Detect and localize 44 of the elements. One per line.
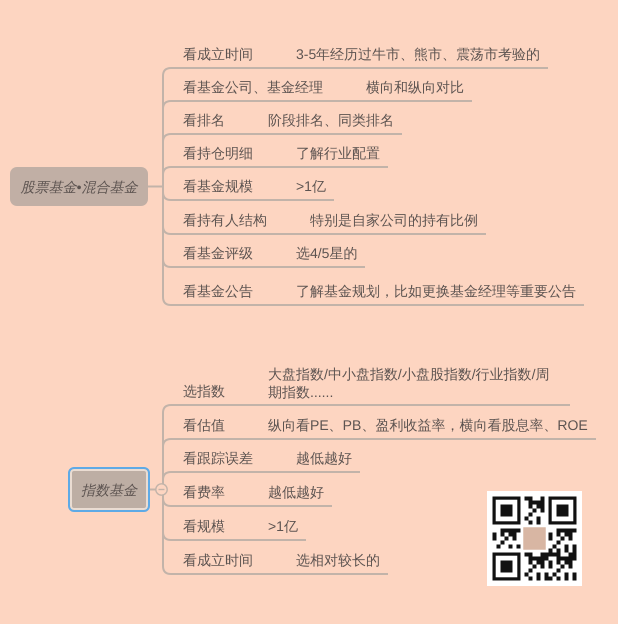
central-topic-box: 股票基金•混合基金	[10, 167, 148, 206]
branch-topic: 看成立时间	[171, 44, 261, 69]
connector-line	[261, 573, 288, 575]
detail-topic: 横向和纵向对比	[358, 77, 472, 102]
connector-line	[233, 133, 260, 135]
detail-topic: 了解行业配置	[288, 143, 388, 168]
branch-topic: 看基金公告	[171, 281, 261, 306]
branch-topic: 看排名	[171, 110, 233, 135]
detail-topic: 选4/5星的	[288, 243, 366, 268]
connector-line	[261, 471, 288, 473]
branch-topic: 看基金公司、基金经理	[171, 77, 331, 102]
detail-topic: 阶段排名、同类排名	[260, 110, 402, 135]
detail-topic: 越低越好	[260, 482, 332, 507]
branch-topic: 看成立时间	[171, 550, 261, 575]
branch-topic: 看持有人结构	[171, 210, 275, 235]
detail-topic: >1亿	[288, 176, 334, 201]
connector-line	[233, 404, 260, 406]
connector-line	[261, 199, 288, 201]
connector-line	[233, 438, 260, 440]
detail-topic: 大盘指数/中小盘指数/小盘股指数/行业指数/周期指数......	[260, 365, 570, 406]
connector-line	[275, 233, 302, 235]
connector-line	[233, 505, 260, 507]
detail-topic: 纵向看PE、PB、盈利收益率，横向看股息率、ROE	[260, 415, 596, 440]
detail-topic: 选相对较长的	[288, 550, 388, 575]
connector-line	[331, 100, 358, 102]
detail-topic: 越低越好	[288, 448, 360, 473]
connector-line	[261, 304, 288, 306]
branch-topic: 看费率	[171, 482, 233, 507]
branch-topic: 看基金评级	[171, 243, 261, 268]
central-topic-box: 指数基金	[68, 467, 150, 512]
detail-topic: >1亿	[260, 516, 306, 541]
branch-topic: 看跟踪误差	[171, 448, 261, 473]
connector-line	[261, 166, 288, 168]
connector-line	[261, 67, 288, 69]
branch-topic: 看估值	[171, 415, 233, 440]
detail-topic: 3-5年经历过牛市、熊市、震荡市考验的	[288, 44, 548, 69]
branch-topic: 看持仓明细	[171, 143, 261, 168]
branch-topic: 选指数	[171, 381, 233, 406]
branch-topic: 看基金规模	[171, 176, 261, 201]
detail-topic: 了解基金规划，比如更换基金经理等重要公告	[288, 281, 584, 306]
connector-line	[233, 539, 260, 541]
detail-topic: 特别是自家公司的持有比例	[302, 210, 486, 235]
branch-topic: 看规模	[171, 516, 233, 541]
connector-line	[261, 266, 288, 268]
